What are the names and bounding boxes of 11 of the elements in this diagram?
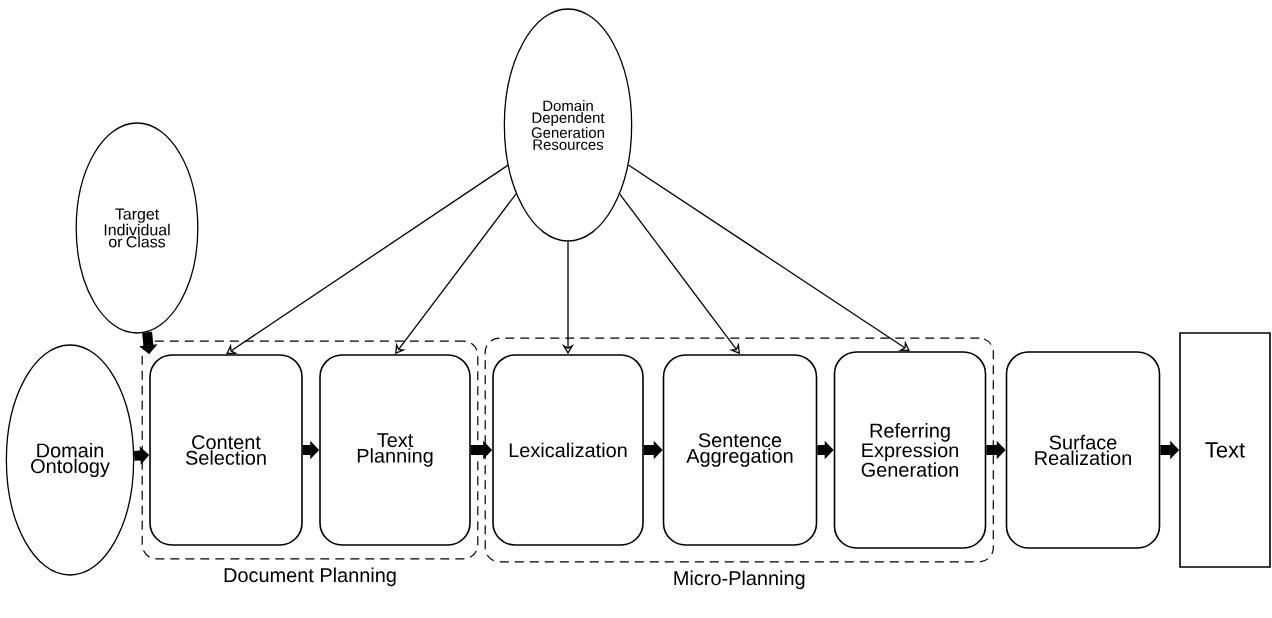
- group-label: Micro-Planning: [674, 570, 805, 590]
- process-box: Referring Expression Generation: [833, 351, 987, 549]
- arrow: [226, 164, 509, 355]
- process-box: Text Planning: [319, 354, 471, 546]
- output-box: Text: [1179, 332, 1271, 568]
- process-box: Surface Realization: [1005, 351, 1161, 549]
- arrow: [627, 164, 910, 352]
- process-box: Sentence Aggregation: [662, 354, 818, 546]
- group-label: Document Planning: [224, 567, 396, 587]
- process-box: Lexicalization: [492, 354, 644, 546]
- process-box: Content Selection: [149, 354, 303, 546]
